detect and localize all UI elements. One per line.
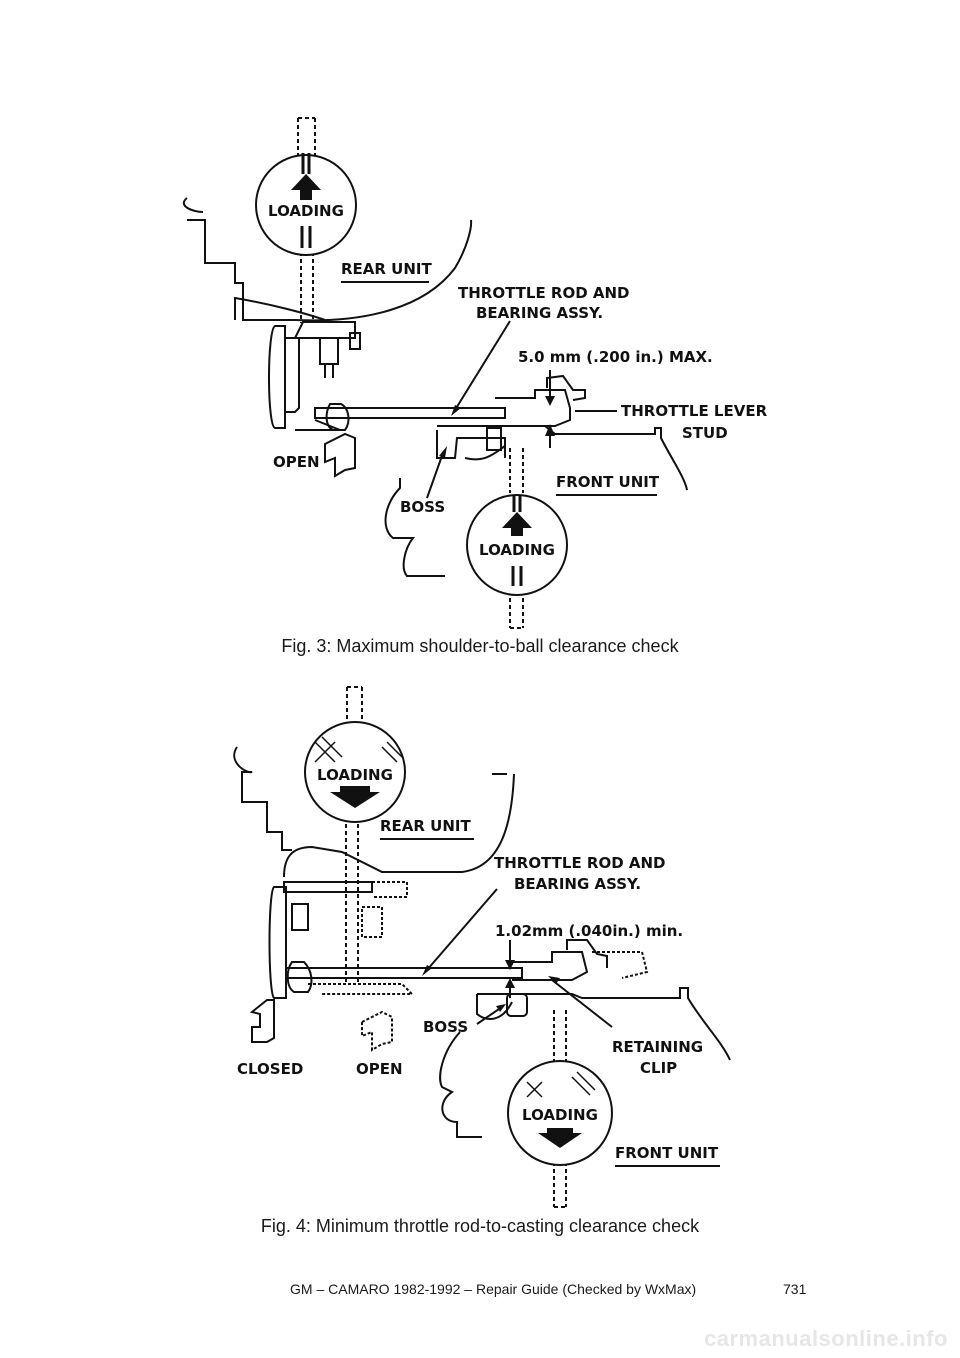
front-unit-label: FRONT UNIT	[556, 473, 660, 491]
page-number: 731	[783, 1281, 807, 1297]
throttle-rod-label-1: THROTTLE ROD AND	[494, 854, 666, 872]
figure-4-caption: Fig. 4: Minimum throttle rod-to-casting …	[260, 1216, 700, 1236]
retaining-clip-label-1: RETAINING	[612, 1038, 703, 1056]
open-label: OPEN	[356, 1060, 403, 1078]
max-clearance-label: 5.0 mm (.200 in.) MAX.	[518, 348, 713, 366]
throttle-lever-label-1: THROTTLE LEVER	[621, 402, 768, 420]
throttle-lever-label-2: STUD	[682, 424, 728, 442]
throttle-rod-label-1: THROTTLE ROD AND	[458, 284, 630, 302]
min-clearance-label: 1.02mm (.040in.) min.	[495, 922, 683, 940]
loading-label-bottom: LOADING	[522, 1106, 598, 1124]
rear-unit-label: REAR UNIT	[380, 817, 471, 835]
watermark: carmanualsonline.info	[704, 1326, 948, 1351]
boss-label: BOSS	[400, 498, 445, 516]
loading-label-bottom: LOADING	[479, 541, 555, 559]
loading-gauge-bottom	[507, 1060, 613, 1166]
throttle-rod-label-2: BEARING ASSY.	[514, 875, 641, 893]
loading-label-top: LOADING	[317, 766, 393, 784]
front-unit-label: FRONT UNIT	[615, 1144, 719, 1162]
loading-label-top: LOADING	[268, 202, 344, 220]
closed-label: CLOSED	[237, 1060, 303, 1078]
retaining-clip-label-2: CLIP	[640, 1059, 677, 1077]
throttle-rod-label-2: BEARING ASSY.	[476, 304, 603, 322]
open-label: OPEN	[273, 453, 320, 471]
figure-4-diagram: LOADING REAR UNIT 1.02mm (.040in.) min.	[222, 682, 742, 1212]
figure-3-caption: Fig. 3: Maximum shoulder-to-ball clearan…	[281, 636, 679, 656]
boss-label: BOSS	[423, 1018, 468, 1036]
rear-unit-label: REAR UNIT	[341, 260, 432, 278]
loading-gauge-top	[255, 154, 357, 256]
figure-3-diagram: LOADING REAR UNIT 5.0 mm (.200 in.) MAX.	[175, 108, 785, 633]
footer-title: GM – CAMARO 1982-1992 – Repair Guide (Ch…	[290, 1281, 697, 1297]
loading-gauge-bottom	[466, 494, 568, 596]
